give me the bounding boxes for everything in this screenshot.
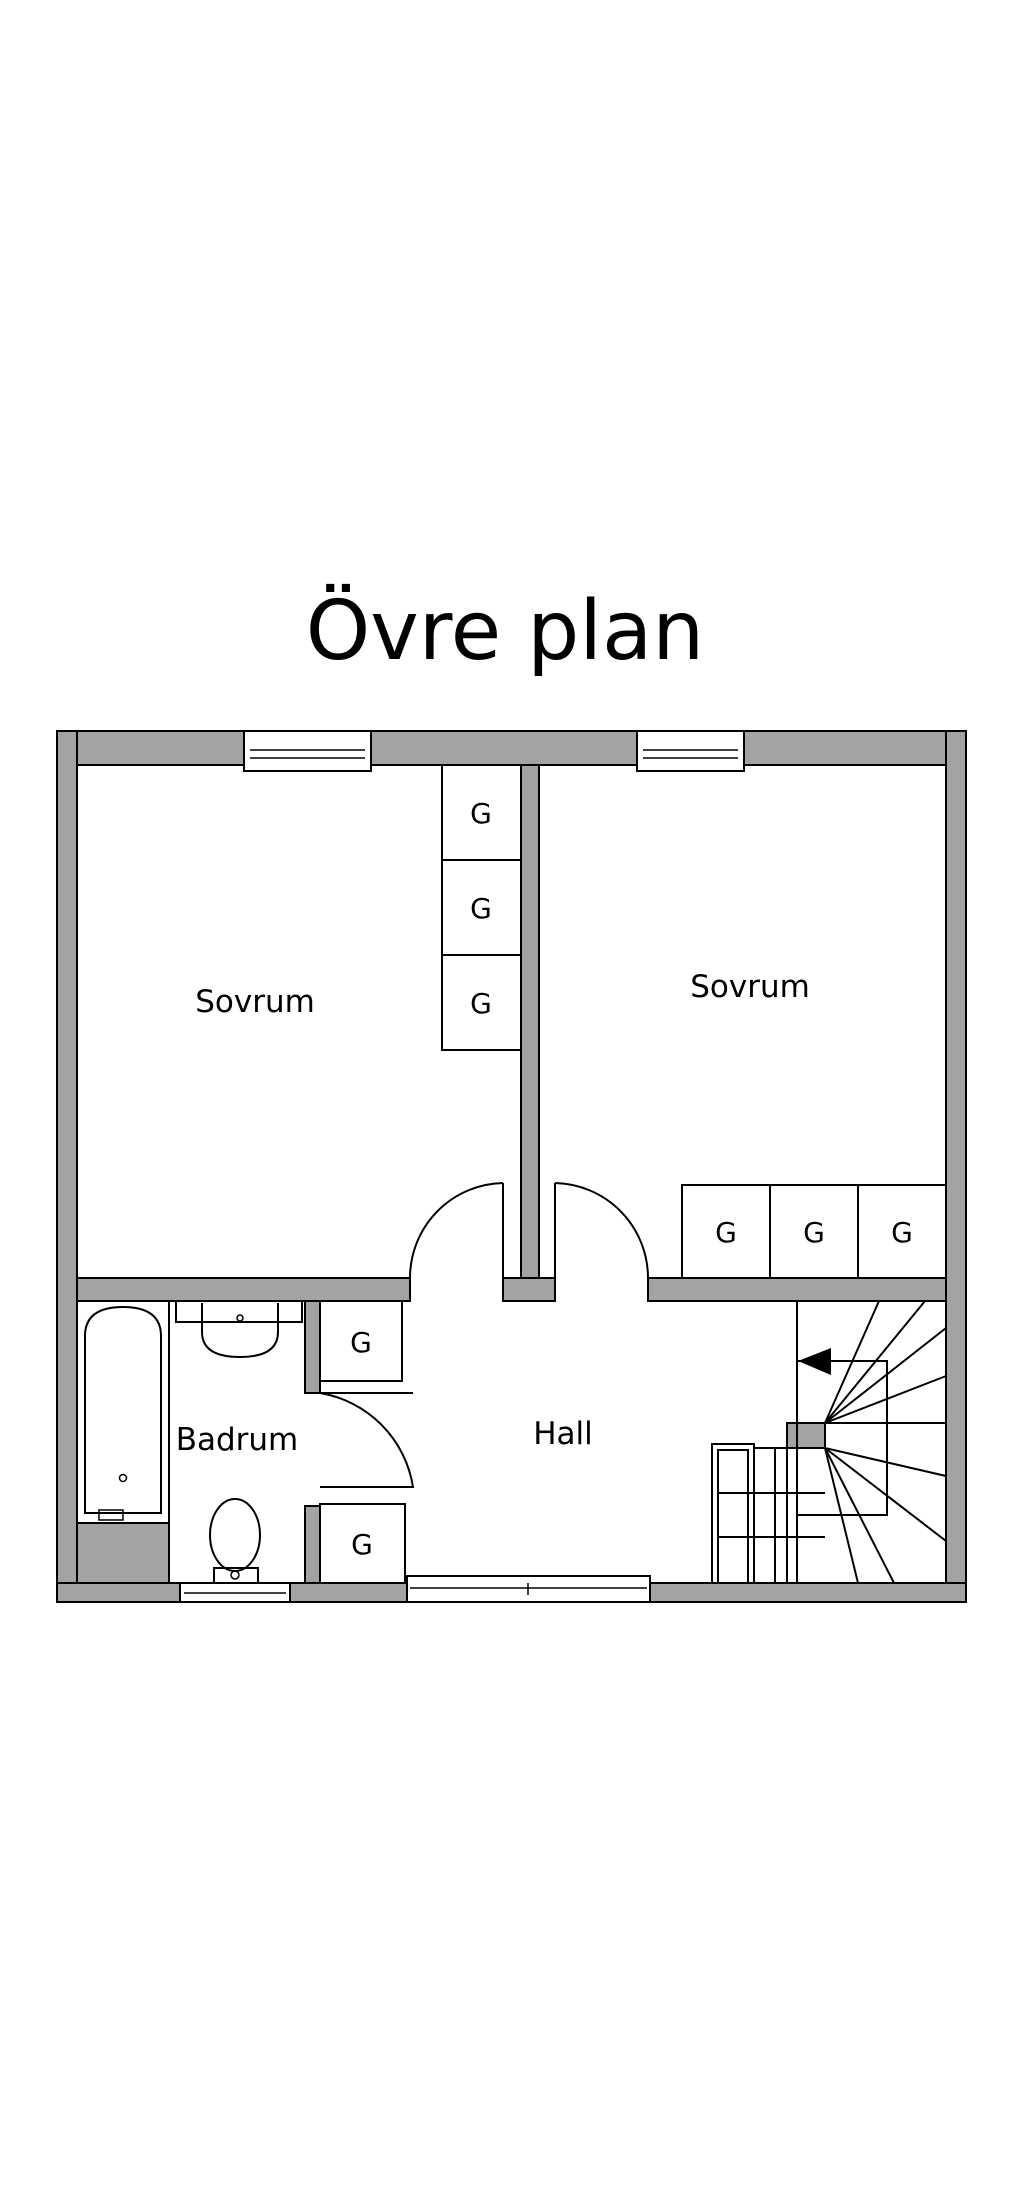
windows (179, 730, 745, 1603)
svg-text:G: G (470, 987, 492, 1020)
doors (319, 1182, 649, 1488)
stair-direction-arrow (798, 1348, 831, 1375)
svg-text:G: G (350, 1326, 372, 1359)
svg-text:G: G (803, 1216, 825, 1249)
page-title: Övre plan (306, 583, 705, 679)
svg-text:G: G (351, 1528, 373, 1561)
closet: G (319, 1300, 403, 1382)
door-swing-left-bedroom (409, 1182, 504, 1279)
closet: G (441, 954, 522, 1051)
room-label-bedroom-right: Sovrum (690, 969, 810, 1005)
svg-text:G: G (470, 797, 492, 830)
sink (175, 1301, 303, 1359)
svg-text:G: G (470, 892, 492, 925)
closet: G (769, 1184, 859, 1279)
room-label-bathroom: Badrum (176, 1422, 299, 1458)
outer-walls (56, 730, 967, 1603)
room-label-bedroom-left: Sovrum (195, 984, 315, 1020)
bathtub (76, 1300, 170, 1524)
interior-walls (76, 764, 947, 1584)
staircase (711, 1300, 947, 1584)
svg-text:G: G (891, 1216, 913, 1249)
closets: G G G G G G G G (319, 764, 947, 1584)
closet: G (441, 764, 522, 861)
closet: G (319, 1503, 406, 1584)
door-swing-right-bedroom (554, 1182, 649, 1279)
closet: G (681, 1184, 771, 1279)
toilet (209, 1498, 261, 1584)
closet: G (857, 1184, 947, 1279)
closet: G (441, 859, 522, 956)
svg-text:G: G (715, 1216, 737, 1249)
room-label-hall: Hall (533, 1416, 593, 1452)
door-swing-bathroom (319, 1392, 415, 1488)
